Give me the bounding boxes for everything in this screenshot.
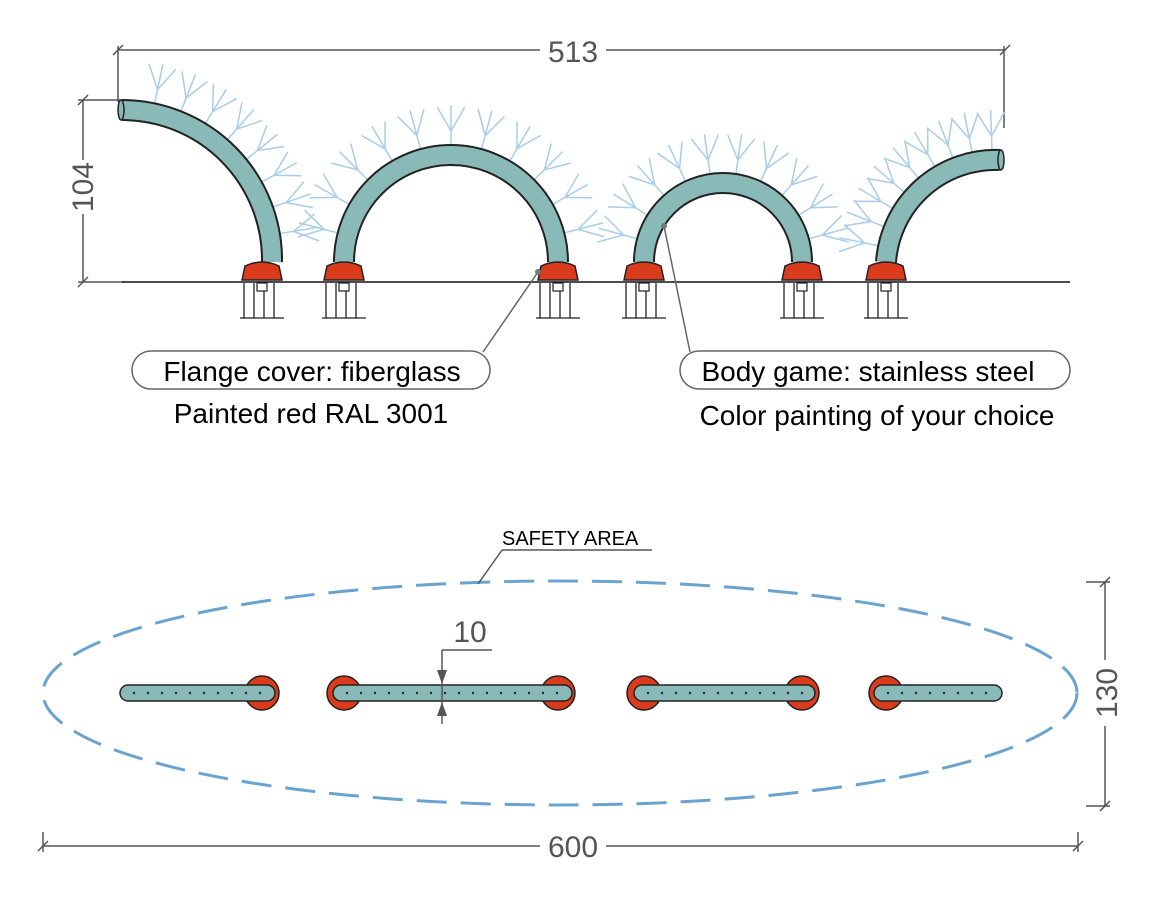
spray-jet (808, 215, 849, 243)
spray-jet (436, 105, 466, 145)
spray-jet (204, 84, 238, 124)
flange-base (864, 261, 908, 319)
spray-jet (564, 209, 605, 238)
spray-jet (853, 177, 894, 210)
body-leader-line (663, 225, 691, 353)
half-arch-second (333, 144, 569, 263)
elevation-view: 513 104 (67, 36, 1071, 431)
spray-jet (690, 134, 719, 175)
flange-leader-line (482, 271, 539, 353)
flange-label-box (131, 350, 491, 390)
spray-jet (261, 151, 302, 183)
plan-view: SAFETY AREA 10 130 (37, 528, 1124, 864)
dimension-130: 130 (1086, 576, 1124, 812)
spray-jet (477, 109, 506, 150)
body-game-label: Body game: stainless steel (701, 356, 1034, 387)
spray-jet (331, 143, 369, 181)
dimension-600: 600 (37, 831, 1084, 864)
spray-jet (552, 173, 593, 205)
arch-tubes (117, 99, 1005, 264)
flange-base (322, 261, 366, 319)
spray-jet (844, 199, 885, 228)
dimension-104-label: 104 (67, 162, 100, 212)
plan-tubes (119, 675, 1003, 711)
spray-jet (396, 109, 425, 150)
spray-jet (866, 157, 905, 193)
spray-jet (838, 224, 879, 253)
body-paint-label: Color painting of your choice (700, 400, 1055, 431)
spray-jet (903, 127, 936, 168)
spray-jet (883, 140, 920, 179)
plan-tube (326, 675, 576, 711)
plan-tube (626, 675, 820, 711)
spray-jet (180, 71, 208, 112)
safety-area-label: SAFETY AREA (502, 528, 639, 550)
dimension-513: 513 (112, 36, 1011, 128)
spray-jet (798, 183, 838, 216)
safety-area-outline (41, 579, 1079, 807)
dimension-104: 104 (67, 94, 124, 288)
spray-jet (597, 215, 638, 243)
flange-cover-label: Flange cover: fiberglass (163, 356, 460, 387)
spray-jet (608, 183, 648, 216)
dimension-130-label: 130 (1091, 668, 1124, 718)
dimension-10: 10 (437, 616, 492, 724)
flange-covers (240, 261, 908, 319)
spray-jet (309, 173, 350, 205)
spray-jet (628, 158, 665, 196)
spray-jet (226, 102, 263, 141)
flange-base (240, 261, 284, 319)
flange-base (622, 261, 666, 319)
spray-jet (360, 121, 393, 162)
spray-jet (297, 209, 338, 238)
flange-paint-label: Painted red RAL 3001 (174, 398, 449, 429)
spray-jet (926, 117, 954, 159)
flange-base (536, 261, 580, 319)
water-spray-jets (148, 63, 1006, 253)
plan-tube (119, 675, 280, 711)
spray-jet (759, 141, 790, 182)
spray-jet (976, 110, 1006, 151)
body-label-box (679, 350, 1071, 390)
spray-jet (950, 112, 979, 153)
spray-jet (272, 181, 314, 209)
spray-jet (148, 63, 177, 104)
spray-jet (781, 158, 818, 196)
plan-tube (868, 675, 1003, 711)
safety-area-leader (477, 549, 503, 585)
dimension-10-label: 10 (453, 616, 486, 649)
spray-jet (509, 121, 542, 162)
flange-base (780, 261, 824, 319)
spray-jet (727, 134, 756, 175)
spray-jet (656, 141, 687, 182)
spray-jet (245, 124, 285, 161)
dimension-513-label: 513 (548, 36, 598, 69)
spray-jet (533, 143, 571, 181)
dimension-600-label: 600 (548, 831, 598, 864)
